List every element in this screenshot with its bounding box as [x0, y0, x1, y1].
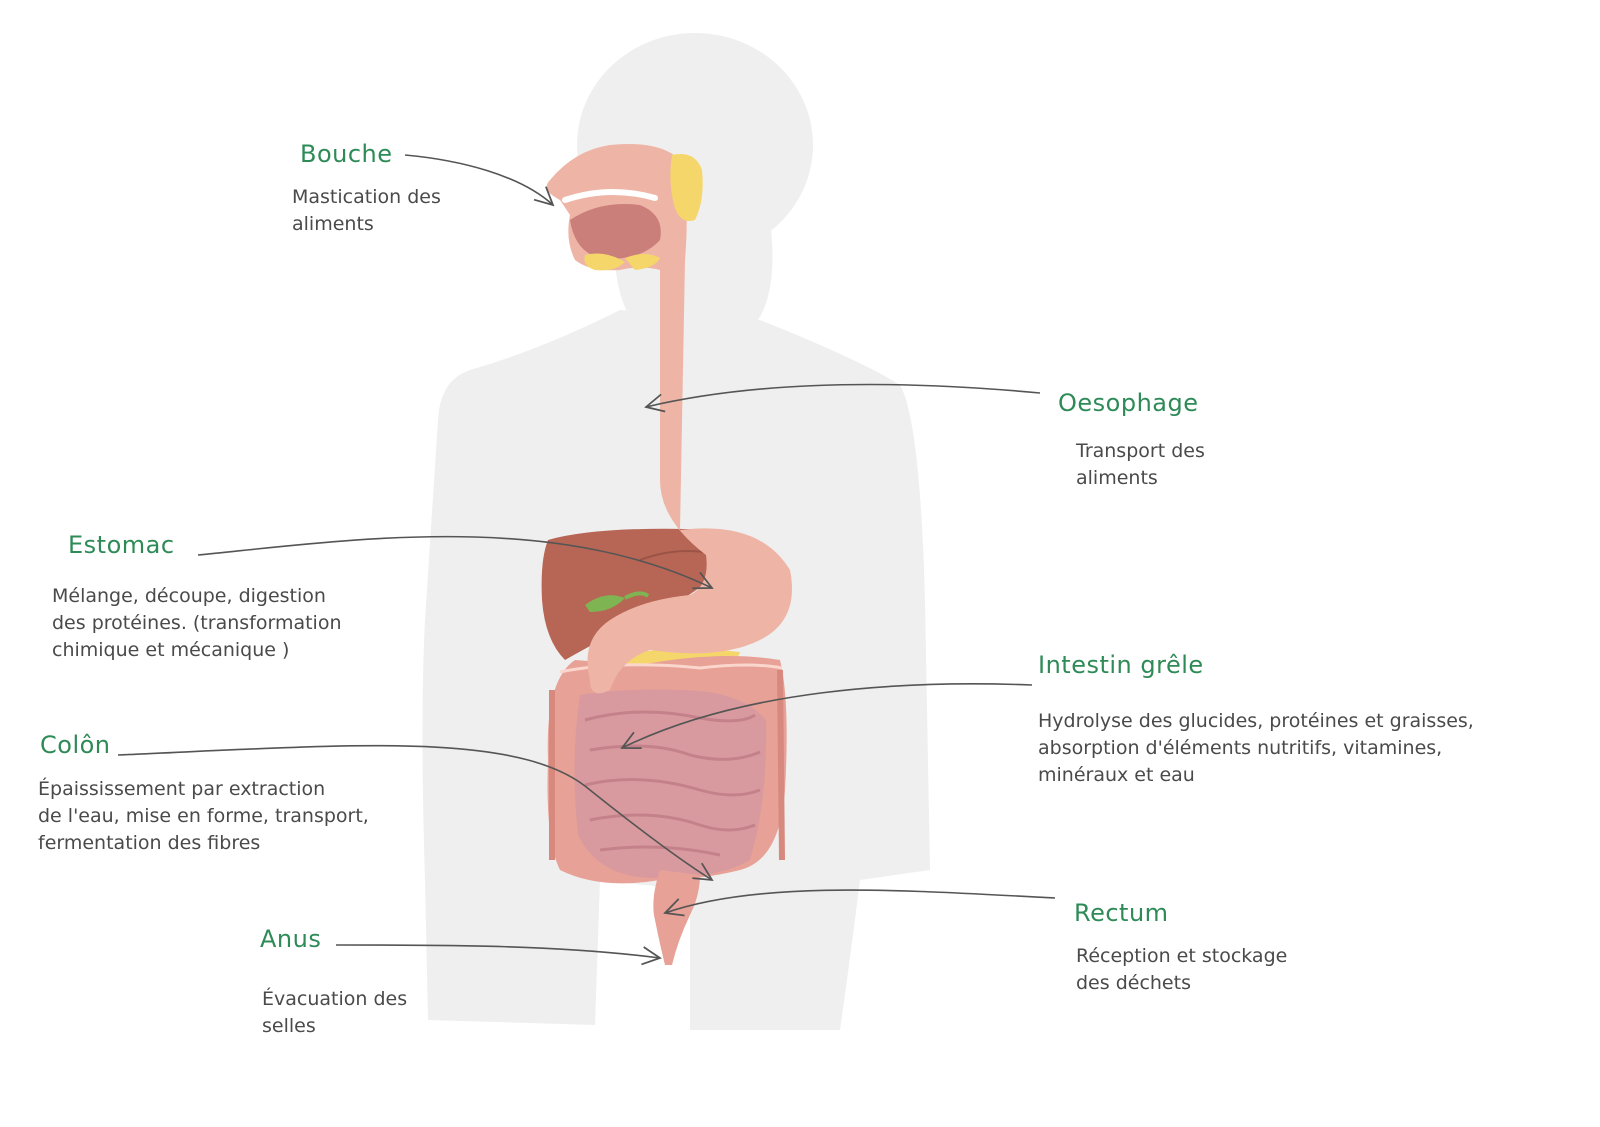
gallbladder-shape: [585, 595, 625, 612]
anus-description: Évacuation des selles: [262, 988, 408, 1037]
rectum-description: Réception et stockage des déchets: [1076, 945, 1288, 994]
colon-pointer-arrow: [117, 744, 714, 882]
oesophage-description: Transport des aliments: [1076, 440, 1205, 489]
digestive-tract-shape: [546, 144, 792, 965]
intestin-grele-title: Intestin grêle: [1038, 651, 1204, 679]
colon-description: Épaississement par extraction de l'eau, …: [38, 778, 369, 854]
anus-title: Anus: [260, 925, 322, 953]
colon-title: Colôn: [40, 731, 111, 759]
bouche-description: Mastication des aliments: [292, 186, 441, 235]
estomac-title: Estomac: [68, 531, 175, 559]
oesophage-pointer-arrow: [644, 383, 1041, 413]
rectum-title: Rectum: [1074, 899, 1169, 927]
bouche-title: Bouche: [300, 140, 393, 168]
oesophage-title: Oesophage: [1058, 389, 1199, 417]
rectum-pointer-arrow: [663, 889, 1056, 917]
estomac-description: Mélange, découpe, digestion des protéine…: [52, 585, 342, 661]
bouche-pointer-arrow: [404, 154, 555, 207]
intestin-grele-description: Hydrolyse des glucides, protéines et gra…: [1038, 710, 1474, 786]
small-intestine-shape: [574, 689, 767, 879]
estomac-pointer-arrow: [197, 535, 714, 590]
anus-pointer-arrow: [335, 944, 662, 966]
intestin-pointer-arrow: [620, 683, 1033, 750]
